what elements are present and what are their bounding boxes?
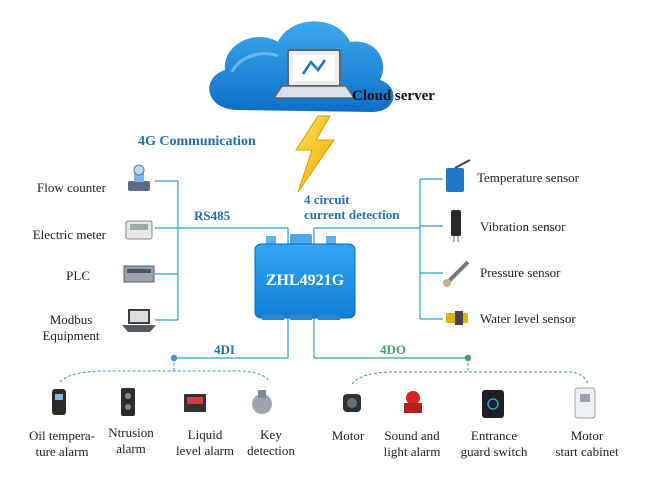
pressure-sensor-icon xyxy=(443,260,470,287)
plc-label: PLC xyxy=(66,268,90,283)
4di-label: 4DI xyxy=(214,342,235,357)
cabinet-line1: Motor xyxy=(570,428,604,443)
motor-icon xyxy=(343,394,361,412)
di-bus-lines xyxy=(59,318,289,383)
intrusion-line2: alarm xyxy=(116,441,146,456)
sound-line1: Sound and xyxy=(384,428,440,443)
cabinet-line2: start cabinet xyxy=(555,444,619,459)
cloud-server-label: Cloud server xyxy=(352,88,435,104)
laptop-icon xyxy=(272,49,356,99)
current-detection-line1: 4 circuit xyxy=(304,192,350,207)
modbus-equipment-label: Modbus Equipment xyxy=(30,312,112,344)
temperature-sensor-icon xyxy=(446,159,471,192)
entrance-line1: Entrance xyxy=(470,428,518,443)
flow-counter-label: Flow counter xyxy=(37,180,106,195)
do-bus-lines xyxy=(313,318,589,385)
intrusion-alarm-icon xyxy=(121,388,135,416)
4do-label: 4DO xyxy=(380,342,406,357)
oil-temperature-alarm-label: Oil tempera- ture alarm xyxy=(22,428,102,460)
motor-start-cabinet-label: Motor start cabinet xyxy=(542,428,632,460)
electric-meter-icon xyxy=(125,220,153,240)
4g-communication-label: 4G Communication xyxy=(138,134,256,149)
pressure-sensor-label: Pressure sensor xyxy=(480,265,561,280)
rs485-bus-lines xyxy=(155,180,289,321)
water-level-sensor-label: Water level sensor xyxy=(480,311,576,326)
device-name: ZHL4921G xyxy=(265,272,345,289)
current-detection-bus-lines xyxy=(313,178,443,320)
sound-light-alarm-label: Sound and light alarm xyxy=(372,428,452,460)
motor-start-cabinet-icon xyxy=(574,387,596,419)
current-detection-line2: current detection xyxy=(304,207,400,222)
oil-temp-line1: Oil tempera- xyxy=(28,428,96,443)
key-detection-icon xyxy=(252,390,272,414)
oil-temperature-alarm-icon xyxy=(52,389,66,415)
key-line1: Key xyxy=(260,427,282,442)
motor-label: Motor xyxy=(318,428,378,444)
flow-meter-icon xyxy=(128,164,150,191)
oil-temp-line2: ture alarm xyxy=(35,444,89,459)
modbus-line2: Equipment xyxy=(42,328,100,343)
liquid-level-alarm-icon xyxy=(184,394,206,412)
electric-meter-label: Electric meter xyxy=(32,227,106,242)
temperature-sensor-label: Temperature sensor xyxy=(477,170,579,185)
key-line2: detection xyxy=(247,443,295,458)
sound-line2: light alarm xyxy=(383,444,441,459)
liquid-line1: Liquid xyxy=(187,427,223,442)
liquid-line2: level alarm xyxy=(175,443,235,458)
vibration-sensor-icon xyxy=(451,210,461,242)
key-detection-label: Key detection xyxy=(236,427,306,459)
current-detection-label: 4 circuit current detection xyxy=(304,192,399,222)
water-level-sensor-icon xyxy=(446,311,468,325)
entrance-line2: guard switch xyxy=(460,444,528,459)
entrance-guard-switch-label: Entrance guard switch xyxy=(448,428,540,460)
lightning-icon xyxy=(295,115,335,193)
device-box xyxy=(254,234,356,320)
intrusion-alarm-label: Ntrusion alarm xyxy=(96,425,166,457)
modbus-line1: Modbus xyxy=(49,312,93,327)
modbus-laptop-icon xyxy=(122,309,156,332)
vibration-sensor-label: Vibration sensor xyxy=(480,219,566,234)
plc-icon xyxy=(123,265,155,283)
rs485-label: RS485 xyxy=(194,208,231,223)
entrance-guard-switch-icon xyxy=(482,390,504,418)
intrusion-line1: Ntrusion xyxy=(108,425,154,440)
sound-light-alarm-icon xyxy=(404,391,422,413)
motor-line1: Motor xyxy=(331,428,365,443)
liquid-level-alarm-label: Liquid level alarm xyxy=(160,427,250,459)
